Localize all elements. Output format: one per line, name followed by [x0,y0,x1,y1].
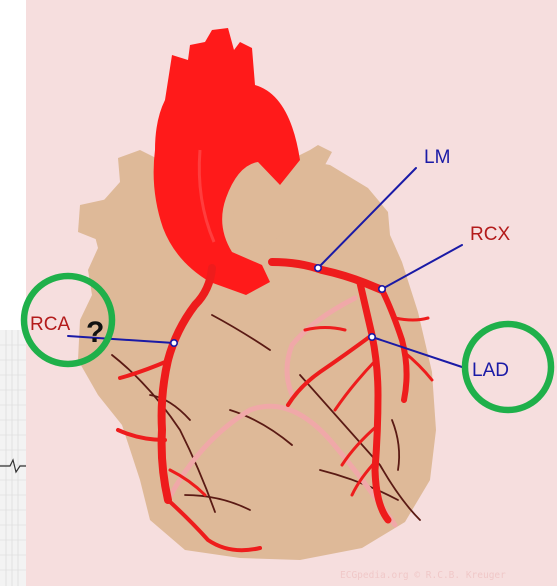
lm-marker [315,265,321,271]
label-lm: LM [424,147,450,168]
label-rcx: RCX [470,224,510,245]
rca-marker [171,340,177,346]
label-lad: LAD [472,360,509,381]
rcx-marker [379,286,385,292]
lad-marker [369,334,375,340]
label-rca: RCA [30,314,70,335]
watermark: ECGpedia.org © R.C.B. Kreuger [340,570,506,581]
question-mark: ? [86,316,104,349]
ecg-strip [0,330,26,586]
